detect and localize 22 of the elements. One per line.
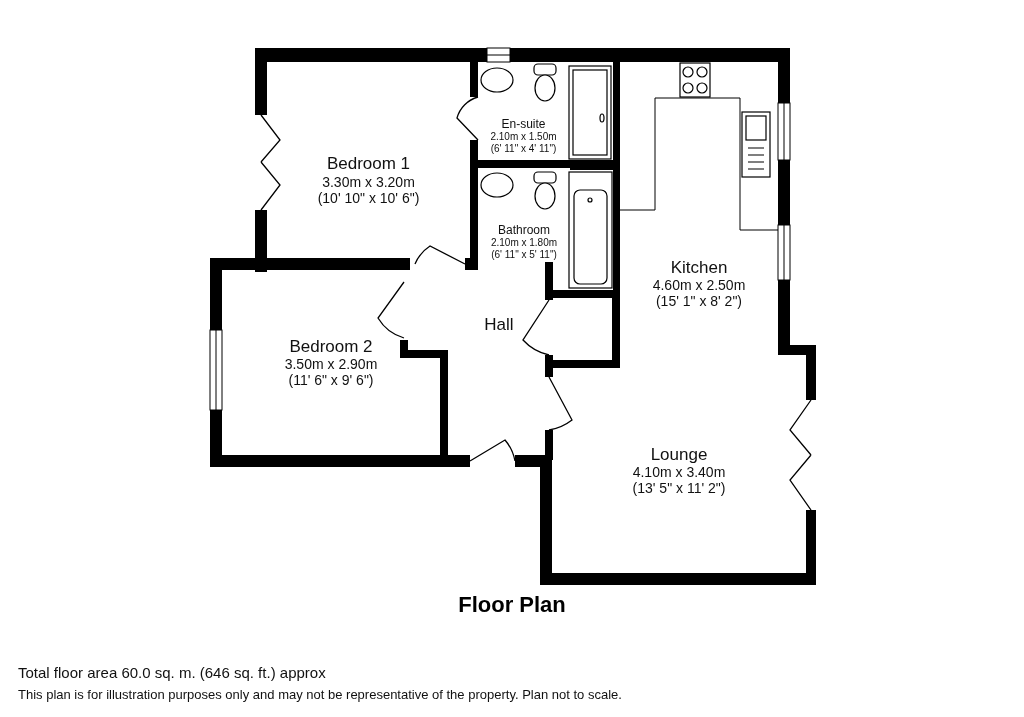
room-dimensions: 4.10m x 3.40m [632, 464, 726, 481]
room-dimensions: 2.10m x 1.80m [490, 237, 558, 249]
room-dimensions-imperial: (13' 5" x 11' 2") [632, 480, 726, 497]
room-name: Bathroom [498, 223, 550, 238]
floor-area-note: Total floor area 60.0 sq. m. (646 sq. ft.) approx [18, 664, 326, 681]
room-name: En-suite [501, 117, 546, 132]
disclaimer-note: This plan is for illustration purposes only and may not be representative of the property. Plan not to scale. [18, 687, 622, 702]
room-name: Lounge [650, 444, 708, 465]
room-name: Bedroom 2 [289, 336, 373, 357]
room-dimensions-imperial: (15' 1" x 8' 2") [655, 293, 743, 310]
room-dimensions: 4.60m x 2.50m [652, 277, 746, 294]
plan-title: Floor Plan [457, 592, 567, 618]
room-dimensions-imperial: (6' 11" x 5' 11") [491, 248, 557, 261]
room-name: Kitchen [670, 257, 728, 278]
room-dimensions-imperial: (6' 11" x 4' 11") [490, 142, 557, 155]
room-dimensions: 2.10m x 1.50m [490, 131, 557, 143]
room-dimensions-imperial: (10' 10" x 10' 6") [317, 189, 420, 206]
room-dimensions: 3.30m x 3.20m [322, 173, 415, 190]
room-name: Bedroom 1 [326, 154, 411, 174]
room-name: Hall [484, 315, 514, 335]
room-dimensions-imperial: (11' 6" x 9' 6") [288, 372, 374, 389]
room-dimensions: 3.50m x 2.90m [284, 356, 378, 373]
